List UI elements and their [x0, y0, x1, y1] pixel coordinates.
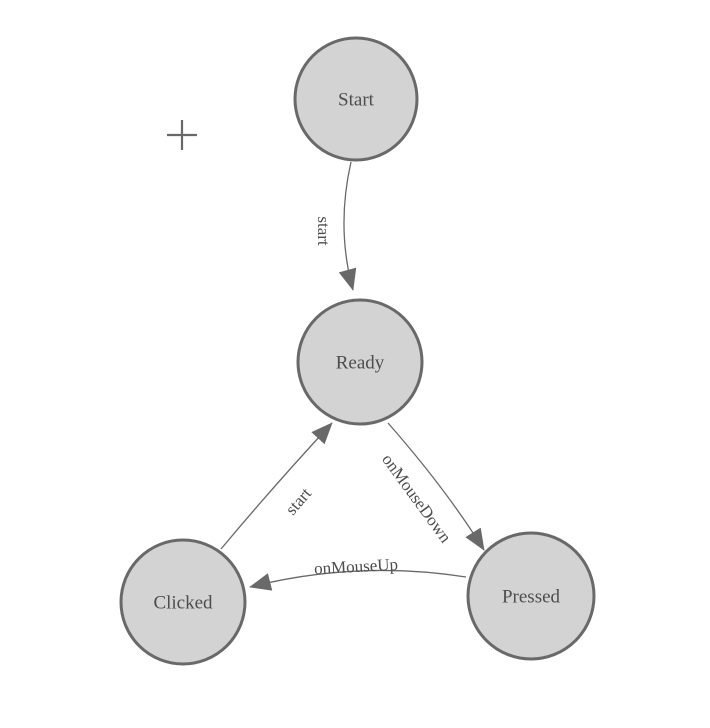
node-start-circle[interactable]	[293, 36, 419, 162]
node-ready[interactable]: Ready	[296, 298, 424, 426]
plus-crosshair-icon	[167, 120, 197, 150]
node-label-clicked: Clicked	[153, 593, 213, 614]
node-ready-circle[interactable]	[296, 298, 424, 426]
node-clicked-circle[interactable]	[119, 538, 247, 666]
edge-line[interactable]	[387, 422, 485, 551]
edge-pressed-to-clicked[interactable]: onMouseUp	[249, 555, 467, 591]
edge-line[interactable]	[338, 161, 357, 291]
edge-line[interactable]	[220, 422, 333, 550]
node-label-start: Start	[338, 90, 375, 111]
edge-label-onmouseup: onMouseUp	[314, 555, 399, 578]
edge-start-to-ready[interactable]: start	[314, 161, 357, 291]
edge-line[interactable]	[249, 569, 467, 591]
node-pressed-circle[interactable]	[466, 531, 596, 661]
node-pressed[interactable]: Pressed	[466, 531, 596, 661]
node-label-pressed: Pressed	[502, 587, 561, 608]
edge-label-start-1: start	[314, 216, 333, 246]
node-start[interactable]: Start	[293, 36, 419, 162]
node-label-ready: Ready	[336, 353, 385, 374]
node-clicked[interactable]: Clicked	[119, 538, 247, 666]
